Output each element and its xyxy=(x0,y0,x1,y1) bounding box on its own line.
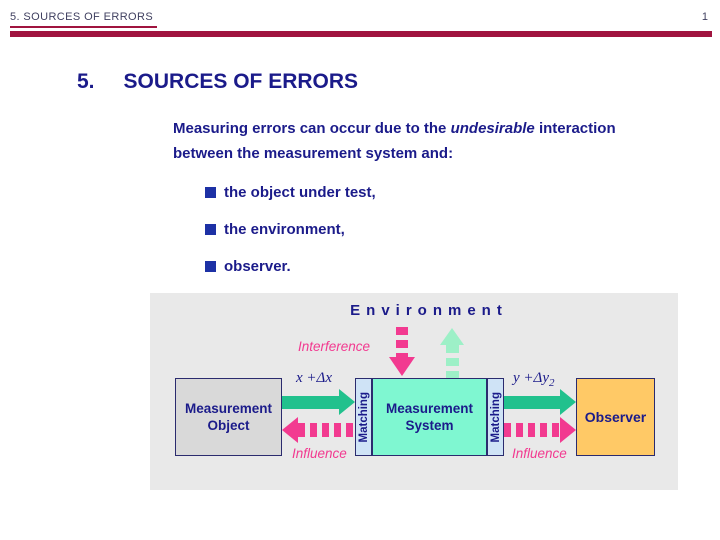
slide-title-number: 5. xyxy=(77,70,95,93)
header-rule-thin xyxy=(10,26,157,28)
bullet-label: the environment, xyxy=(224,220,345,238)
influence-arrow-left-head-icon xyxy=(282,417,298,443)
observer-label: Observer xyxy=(584,409,647,425)
measurement-object-box: Measurement Object xyxy=(175,378,282,456)
list-item: the object under test, xyxy=(205,183,376,201)
header-title: 5. SOURCES OF ERRORS xyxy=(10,11,154,23)
bullet-label: the object under test, xyxy=(224,183,376,201)
environment-feedback-arrow-dashes-icon xyxy=(446,345,459,378)
interference-arrow-dashes-icon xyxy=(396,327,408,358)
measurement-object-label-line2: Object xyxy=(207,418,250,433)
diagram-panel: Environment Interference x +Δx y +Δy2 Me… xyxy=(150,293,678,490)
intro-text-before: Measuring errors can occur due to the xyxy=(173,120,451,137)
interference-label: Interference xyxy=(298,339,371,354)
list-item: the environment, xyxy=(205,220,376,238)
signal-arrow-left-head-icon xyxy=(339,389,355,415)
environment-label: Environment xyxy=(350,302,508,319)
intro-paragraph: Measuring errors can occur due to the un… xyxy=(173,116,693,166)
slide-title: 5. SOURCES OF ERRORS xyxy=(77,70,358,94)
measurement-system-label-line1: Measurement xyxy=(385,401,474,416)
observer-box: Observer xyxy=(576,378,655,456)
output-signal-main: y +Δy xyxy=(513,370,549,386)
influence-arrow-right-head-icon xyxy=(560,417,576,443)
square-bullet-icon xyxy=(205,186,216,198)
intro-text-line2: between the measurement system and: xyxy=(173,145,454,162)
influence-arrow-right-dashes-icon xyxy=(504,423,560,437)
output-signal-subscript: 2 xyxy=(549,377,555,389)
page-number: 1 xyxy=(701,11,708,23)
signal-arrow-right-shaft-icon xyxy=(504,396,560,409)
matching-right-label: Matching xyxy=(489,391,502,443)
output-signal-label: y +Δy2 xyxy=(513,370,555,389)
intro-text-after: interaction xyxy=(534,120,616,137)
influence-left-label: Influence xyxy=(292,446,347,461)
measurement-system-box: Measurement System xyxy=(372,378,487,456)
signal-arrow-left-shaft-icon xyxy=(282,396,339,409)
square-bullet-icon xyxy=(205,223,216,235)
bullet-list: the object under test, the environment, … xyxy=(205,183,376,294)
signal-arrow-right-head-icon xyxy=(560,389,576,415)
influence-right-label: Influence xyxy=(512,446,567,461)
slide-title-text: SOURCES OF ERRORS xyxy=(123,70,359,93)
header-rule-thick xyxy=(10,31,712,37)
intro-text-emphasis: undesirable xyxy=(450,120,535,137)
measurement-object-label-line1: Measurement xyxy=(184,401,273,416)
matching-right-box: Matching xyxy=(487,378,504,456)
square-bullet-icon xyxy=(205,260,216,272)
environment-feedback-arrow-up-icon xyxy=(440,328,464,345)
input-signal-label: x +Δx xyxy=(296,370,332,386)
bullet-label: observer. xyxy=(224,257,291,275)
list-item: observer. xyxy=(205,257,376,275)
matching-left-label: Matching xyxy=(357,391,370,443)
influence-arrow-left-dashes-icon xyxy=(298,423,355,437)
measurement-system-label-line2: System xyxy=(405,418,454,433)
interference-arrow-down-icon xyxy=(389,357,415,376)
matching-left-box: Matching xyxy=(355,378,372,456)
